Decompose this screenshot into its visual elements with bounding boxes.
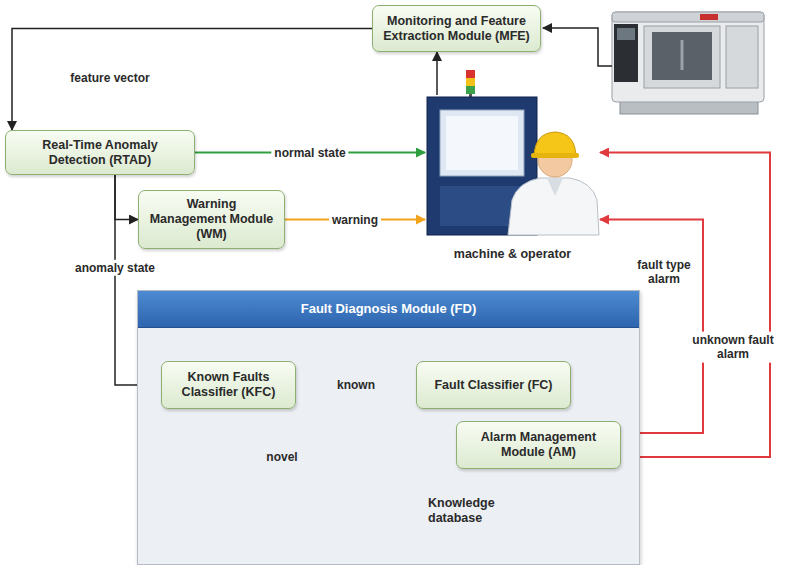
process-box: Warning Management Module (WM)	[138, 190, 285, 249]
connector	[195, 152, 425, 154]
panel-header: Fault Diagnosis Module (FD)	[138, 291, 639, 328]
edge-label: normal state	[271, 144, 348, 160]
signal-wire	[543, 28, 612, 66]
node-label: Monitoring and Feature Extraction Module…	[381, 14, 532, 44]
machine-operator: machine & operator	[425, 95, 600, 262]
operator-figure	[508, 132, 599, 235]
connector	[12, 29, 372, 131]
node-label: Known Faults Classifier (KFC)	[170, 370, 287, 400]
edge-label: fault type alarm	[629, 257, 699, 288]
edge-label: unknown fault alarm	[683, 332, 783, 363]
cnc-machine	[612, 12, 764, 114]
node-label: Warning Management Module (WM)	[147, 197, 276, 242]
module-panel: Fault Diagnosis Module (FD) Known Faults …	[137, 290, 640, 565]
stack-light	[466, 70, 475, 97]
node-label: Real-Time Anomaly Detection (RTAD)	[14, 138, 186, 168]
edge-label: warning	[329, 211, 381, 227]
node-label: Knowledge database	[428, 496, 508, 526]
connector	[115, 175, 138, 220]
node-label: machine & operator	[454, 247, 571, 262]
connector	[285, 219, 425, 221]
process-box: Fault Classifier (FC)	[416, 361, 571, 409]
node-label: Alarm Management Module (AM)	[465, 430, 612, 460]
edge-label: feature vector	[67, 70, 152, 86]
node-label: Fault Classifier (FC)	[434, 378, 552, 393]
process-box: Monitoring and Feature Extraction Module…	[372, 5, 541, 52]
connector	[436, 52, 438, 95]
process-box: Alarm Management Module (AM)	[456, 421, 621, 469]
panel-title: Fault Diagnosis Module (FD)	[301, 301, 477, 317]
database-node: Knowledge database	[356, 463, 521, 559]
edge-label: anomaly state	[72, 260, 158, 276]
process-box: Real-Time Anomaly Detection (RTAD)	[5, 130, 195, 175]
process-box: Known Faults Classifier (KFC)	[161, 361, 296, 409]
